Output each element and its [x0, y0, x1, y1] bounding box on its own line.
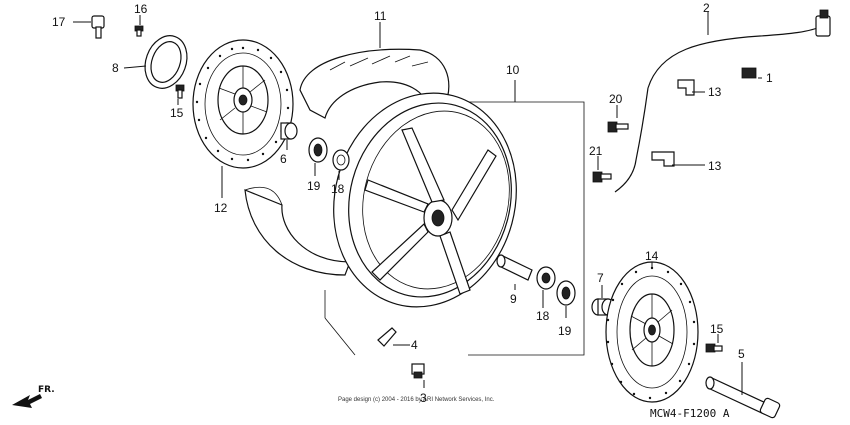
callout-3: 3 [420, 391, 427, 405]
callout-13a: 13 [708, 85, 722, 99]
part-8-pulser-ring[interactable] [123, 30, 194, 94]
part-2-wheel-speed-sensor[interactable] [614, 9, 831, 193]
callout-18b: 18 [536, 309, 550, 323]
callout-2: 2 [703, 1, 710, 15]
callout-18a: 18 [331, 182, 345, 196]
part-10-wheel[interactable] [310, 72, 540, 327]
copyright-notice: Page design (c) 2004 - 2016 by ARI Netwo… [338, 397, 495, 403]
part-9-spacer[interactable] [496, 254, 533, 290]
callout-15a: 15 [170, 106, 184, 120]
part-19-seal-upper[interactable] [308, 137, 328, 176]
part-1-clip[interactable] [741, 67, 762, 79]
callout-6: 6 [280, 152, 287, 166]
part-14-brake-disc-right[interactable] [605, 261, 699, 403]
part-17-bolt[interactable] [73, 15, 105, 39]
part-5-axle[interactable] [705, 362, 781, 419]
callout-15b: 15 [710, 322, 724, 336]
callout-19b: 19 [558, 324, 572, 338]
front-direction-arrow: FR. [12, 385, 55, 408]
callout-4: 4 [411, 338, 418, 352]
part-6-collar[interactable] [280, 122, 298, 150]
part-18-bearing-lower[interactable] [536, 266, 556, 308]
callout-21: 21 [589, 144, 603, 158]
part-13-bracket-lower[interactable] [651, 151, 705, 167]
part-4-valve[interactable] [377, 327, 410, 347]
part-18-bearing-upper[interactable] [332, 149, 350, 180]
part-3-balance-weight[interactable] [411, 363, 425, 388]
part-20-bolt[interactable] [607, 105, 629, 133]
callout-13b: 13 [708, 159, 722, 173]
callout-8: 8 [112, 61, 119, 75]
direction-label: FR. [38, 385, 55, 395]
callout-7: 7 [597, 271, 604, 285]
callout-10: 10 [506, 63, 520, 77]
callout-16: 16 [134, 2, 148, 16]
callout-5: 5 [738, 347, 745, 361]
callout-20: 20 [609, 92, 623, 106]
part-21-bolt[interactable] [592, 156, 612, 183]
part-15-bolt-upper[interactable] [175, 84, 185, 105]
callout-17: 17 [52, 15, 66, 29]
assembly-10-frame [324, 80, 585, 356]
part-16-screw[interactable] [134, 15, 144, 37]
callout-14: 14 [645, 249, 659, 263]
callout-11: 11 [374, 9, 387, 23]
tire-section-lower [244, 186, 351, 276]
callout-19a: 19 [307, 179, 321, 193]
callout-12: 12 [214, 201, 228, 215]
part-15-bolt-lower[interactable] [705, 334, 723, 353]
callout-1: 1 [766, 71, 773, 85]
part-12-brake-disc-left[interactable] [192, 39, 294, 198]
part-13-bracket-upper[interactable] [677, 79, 705, 96]
callout-9: 9 [510, 292, 517, 306]
part-19-seal-lower[interactable] [556, 280, 576, 318]
diagram-code: MCW4-F1200 A [650, 407, 730, 420]
